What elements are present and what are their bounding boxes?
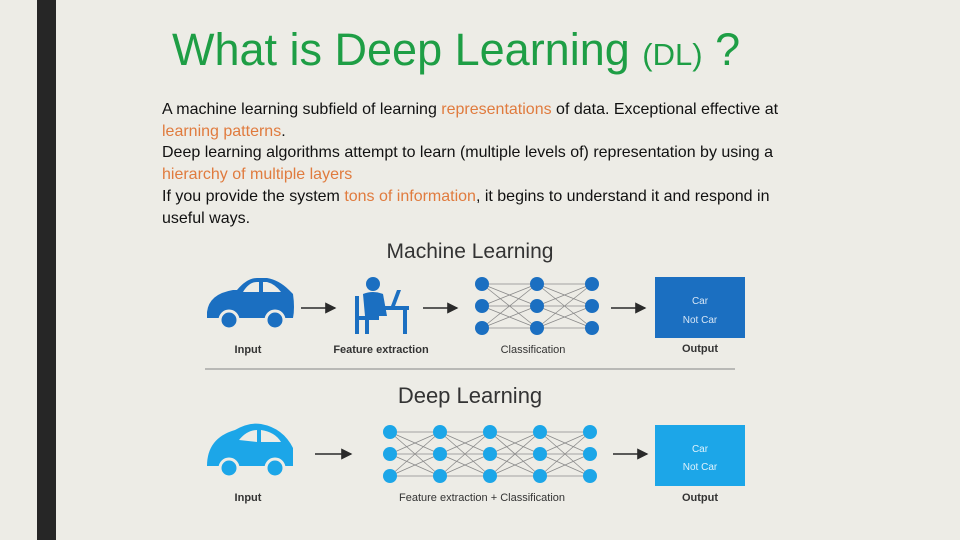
left-accent-bar bbox=[37, 0, 56, 540]
body-text-segment: of data. Exceptional effective at bbox=[551, 101, 779, 118]
slide-title: What is Deep Learning (DL) ? bbox=[172, 20, 740, 85]
slide-body-text: A machine learning subfield of learning … bbox=[162, 99, 802, 229]
dl-car-icon bbox=[207, 423, 293, 479]
body-text-segment: If you provide the system bbox=[162, 187, 345, 205]
title-main: What is Deep Learning bbox=[172, 24, 630, 75]
dl-output-car: Car bbox=[692, 444, 709, 455]
dl-output-not-car: Not Car bbox=[683, 462, 718, 473]
dl-input-label: Input bbox=[235, 492, 262, 504]
highlighted-term: tons of information bbox=[344, 187, 476, 205]
title-question-mark: ? bbox=[715, 24, 741, 75]
dl-output-box bbox=[655, 425, 745, 486]
body-paragraph: Deep learning algorithms attempt to lear… bbox=[162, 142, 802, 185]
dl-heading: Deep Learning bbox=[398, 383, 542, 408]
highlighted-term: hierarchy of multiple layers bbox=[162, 166, 353, 184]
highlighted-term: representations bbox=[441, 101, 552, 118]
ml-car-icon bbox=[207, 278, 294, 331]
body-text-segment: A machine learning subfield of learning bbox=[162, 101, 442, 118]
title-abbreviation: (DL) bbox=[642, 37, 703, 72]
ml-output-label: Output bbox=[682, 343, 718, 355]
ml-vs-dl-diagram: Machine Learning Input Feature extractio… bbox=[205, 240, 745, 504]
ml-classification-label: Classification bbox=[501, 344, 566, 356]
ml-input-label: Input bbox=[235, 344, 262, 356]
ml-output-not-car: Not Car bbox=[683, 315, 718, 326]
body-text-segment: Deep learning algorithms attempt to lear… bbox=[162, 144, 773, 162]
dl-combined-label: Feature extraction + Classification bbox=[399, 492, 565, 504]
dl-neural-network-icon bbox=[383, 425, 597, 483]
body-paragraph: A machine learning subfield of learning … bbox=[162, 99, 802, 142]
ml-output-car: Car bbox=[692, 296, 709, 307]
body-text-segment: , it begins to understand it and respond… bbox=[162, 187, 770, 227]
ml-heading: Machine Learning bbox=[387, 240, 554, 263]
dl-output-label: Output bbox=[682, 492, 718, 504]
ml-neural-network-icon bbox=[475, 277, 599, 335]
ml-feature-label: Feature extraction bbox=[333, 344, 429, 356]
body-paragraph: If you provide the system tons of inform… bbox=[162, 186, 802, 229]
highlighted-term: learning patterns bbox=[162, 122, 282, 140]
ml-person-at-desk-icon bbox=[355, 277, 409, 334]
ml-output-box bbox=[655, 277, 745, 338]
body-text-segment: . bbox=[281, 122, 286, 140]
